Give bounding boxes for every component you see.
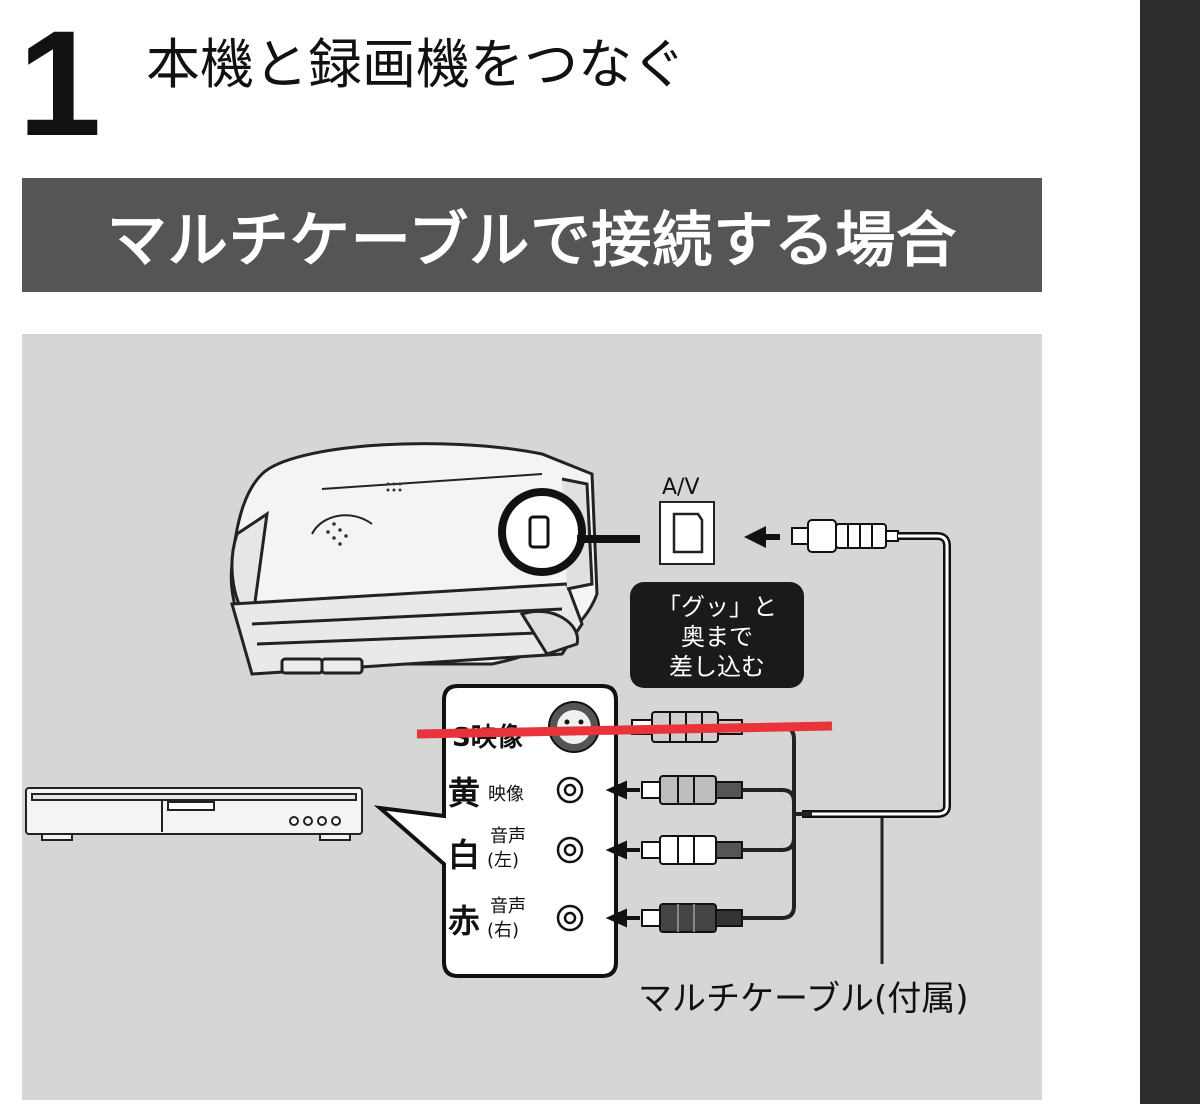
port-color-red: 赤 (448, 902, 480, 940)
audio-right-jack-icon (556, 904, 584, 932)
port-sub-right: (右) (487, 920, 519, 941)
callout-line-1: 「グッ」と (657, 593, 777, 621)
port-name-video: 映像 (488, 784, 524, 805)
svideo-label: S映像 (452, 723, 524, 753)
av-label: A/V (662, 475, 700, 500)
video-jack-icon (556, 776, 584, 804)
audio-left-jack-icon (556, 836, 584, 864)
connection-diagram: A/V 「グッ」と 奥まで 差し込む (22, 334, 1042, 1100)
section-title: マルチケーブルで接続する場合 (106, 205, 958, 276)
callout-line-3: 差し込む (669, 653, 765, 681)
port-sub-left: (左) (487, 850, 519, 871)
diagram-illustration: A/V 「グッ」と 奥まで 差し込む (25, 442, 969, 1019)
recorder-illustration (25, 787, 363, 841)
strike-through-line (416, 721, 833, 739)
camcorder-illustration (229, 442, 599, 676)
side-bar (1140, 0, 1200, 1104)
step-title: 本機と録画機をつなぐ (146, 33, 686, 96)
port-color-white: 白 (448, 836, 480, 874)
av-cable-plug (791, 519, 899, 553)
port-name-audio-left: 音声 (490, 826, 526, 847)
input-panel (373, 684, 618, 978)
cable-bundle (742, 725, 884, 964)
audio-left-plug (605, 835, 743, 865)
port-name-audio-right: 音声 (490, 896, 526, 917)
video-plug (605, 775, 743, 805)
insert-arrow-icon (744, 526, 780, 548)
callout-line-2: 奥まで (681, 623, 753, 651)
cable-label: マルチケーブル(付属) (638, 979, 969, 1019)
port-color-yellow: 黄 (448, 774, 480, 812)
av-port-icon (659, 501, 715, 565)
insert-callout: 「グッ」と 奥まで 差し込む (630, 582, 804, 688)
audio-right-plug (605, 903, 743, 933)
multi-cable-line (802, 532, 951, 818)
step-number: 1 (18, 0, 102, 167)
section-banner: マルチケーブルで接続する場合 (22, 178, 1042, 292)
